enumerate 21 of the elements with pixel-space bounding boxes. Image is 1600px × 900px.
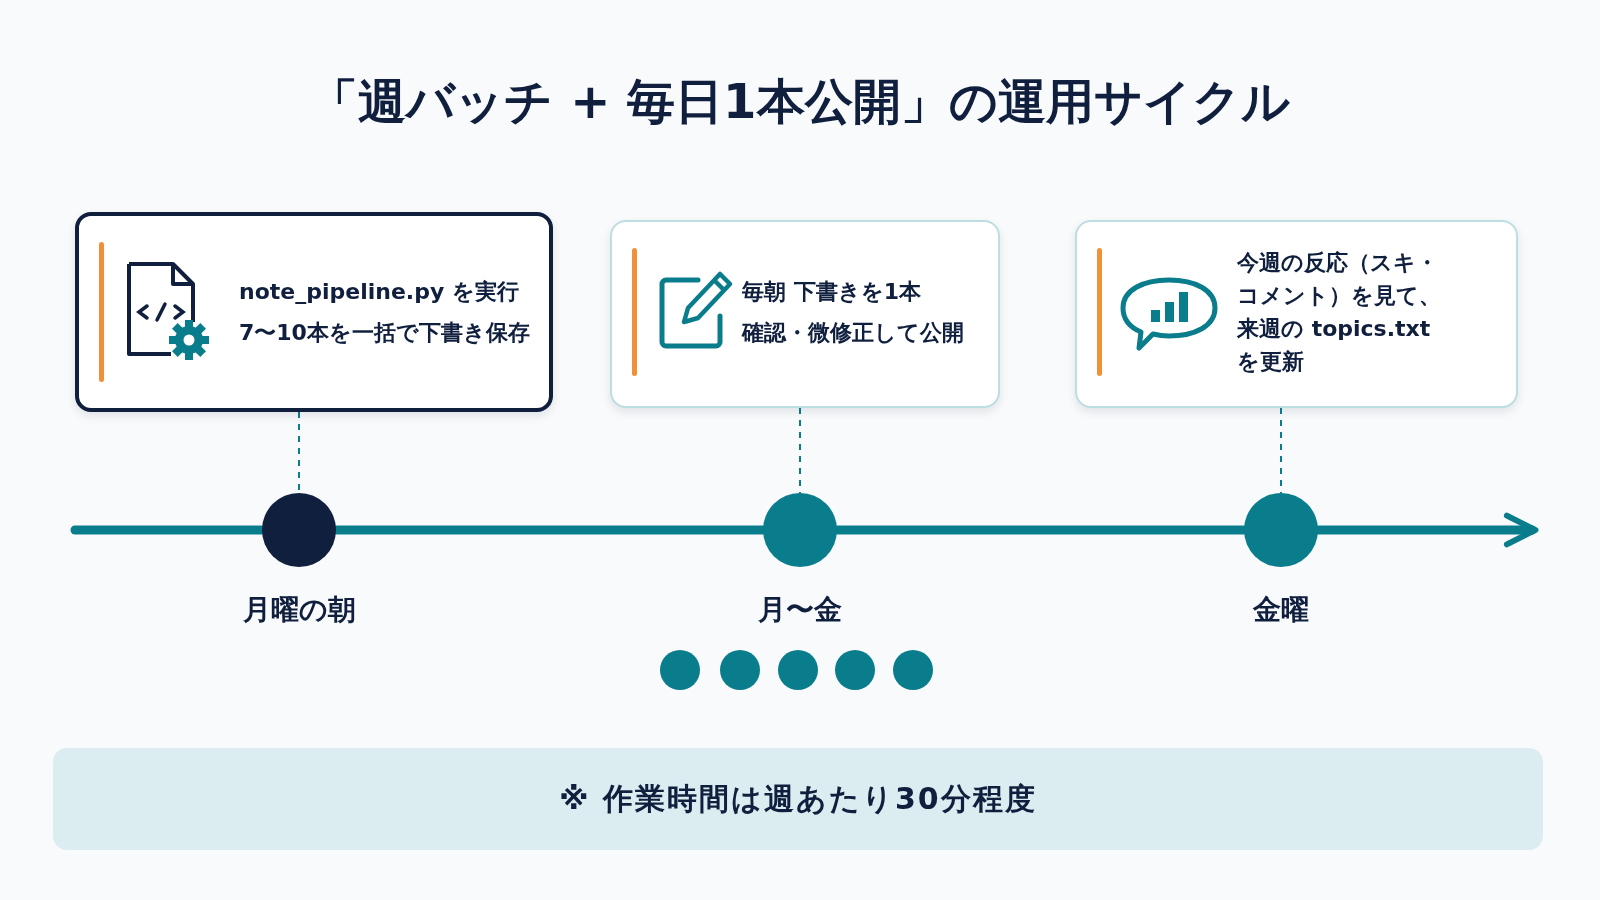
timeline-dot	[893, 650, 933, 690]
note-band	[53, 748, 1543, 850]
step-card	[1075, 220, 1518, 408]
step-card	[75, 212, 553, 412]
note-text: ※ 作業時間は週あたり30分程度	[559, 779, 1037, 818]
card-text: 毎朝 下書きを1本	[742, 278, 922, 306]
card-text: 7〜10本を一括で下書き保存	[239, 319, 531, 347]
timeline-dot	[720, 650, 760, 690]
card-text: 今週の反応（スキ・コメント）を見て、来週の topics.txt を更新	[1237, 249, 1442, 376]
card-text: 確認・微修正して公開	[742, 319, 965, 347]
time-label: 月曜の朝	[241, 592, 357, 628]
card-text: note_pipeline.py を実行	[239, 278, 520, 306]
title: 「週バッチ + 毎日1本公開」の運用サイクル	[309, 72, 1291, 131]
timeline-dot	[660, 650, 700, 690]
time-label: 金曜	[1252, 592, 1310, 628]
time-label: 月〜金	[757, 592, 843, 628]
timeline-dot	[778, 650, 818, 690]
leader-line	[799, 407, 801, 494]
step-card	[610, 220, 1000, 408]
timeline-dot	[835, 650, 875, 690]
leader-line	[1280, 407, 1282, 494]
